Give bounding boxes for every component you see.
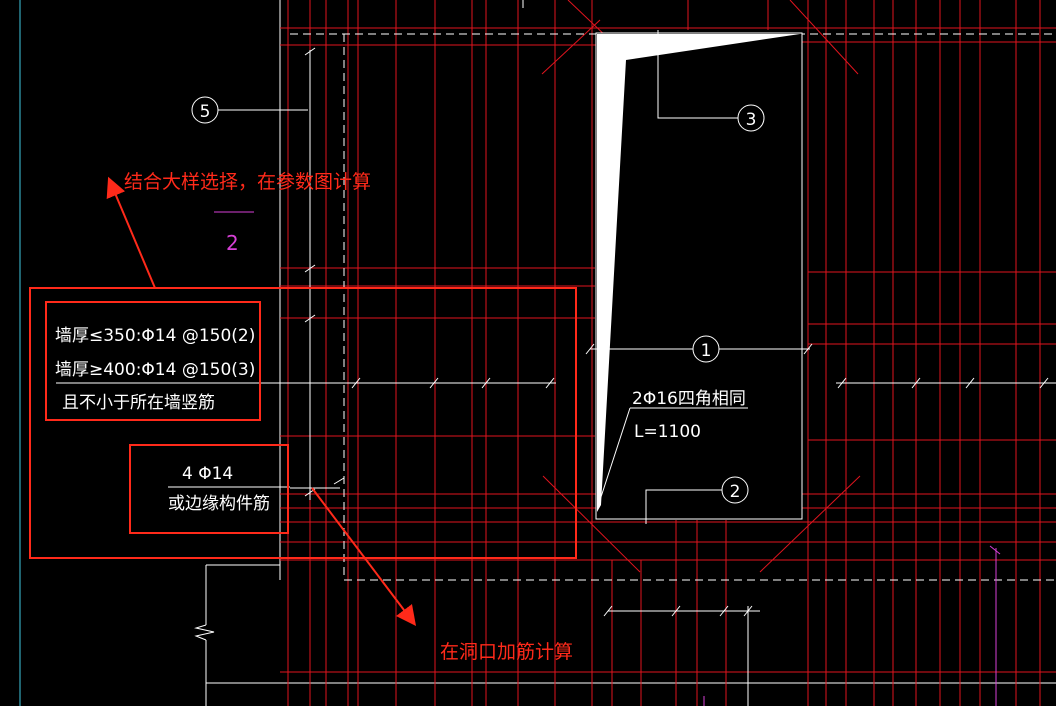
top-annotation: 结合大样选择，在参数图计算 [124,171,371,193]
callout-2: 2 [721,476,749,504]
arrow-to-top-note [106,176,156,289]
reinforcement-label: 2Φ16四角相同 [632,389,746,409]
wall-thickness-1-label: 墙厚≤350:Φ14 @150(2) [55,326,255,346]
callout-3: 3 [737,104,765,132]
callout-5-label: 5 [200,102,211,122]
callout-leaders [218,30,748,524]
callout-1: 1 [692,335,720,363]
opening-detail [595,32,803,520]
annotation-boxes [29,287,577,559]
callout-5: 5 [191,96,219,124]
callout-2-label: 2 [730,482,741,502]
wall-thickness-2-label: 墙厚≥400:Φ14 @150(3) [55,360,255,380]
callout-1-label: 1 [701,341,712,361]
length-label: L=1100 [634,422,701,442]
rebar-vertical-lines [287,0,1041,706]
not-less-than-label: 且不小于所在墙竖筋 [62,393,215,413]
edge-member-label: 或边缘构件筋 [168,494,270,514]
bottom-annotation: 在洞口加筋计算 [440,641,573,663]
fraction-denominator: 2 [226,231,239,255]
callout-3-label: 3 [746,110,757,130]
magenta-lines [214,211,1001,706]
arrow-to-bottom-note [311,487,417,626]
corner-bar-count-label: 4 Φ14 [182,464,233,484]
